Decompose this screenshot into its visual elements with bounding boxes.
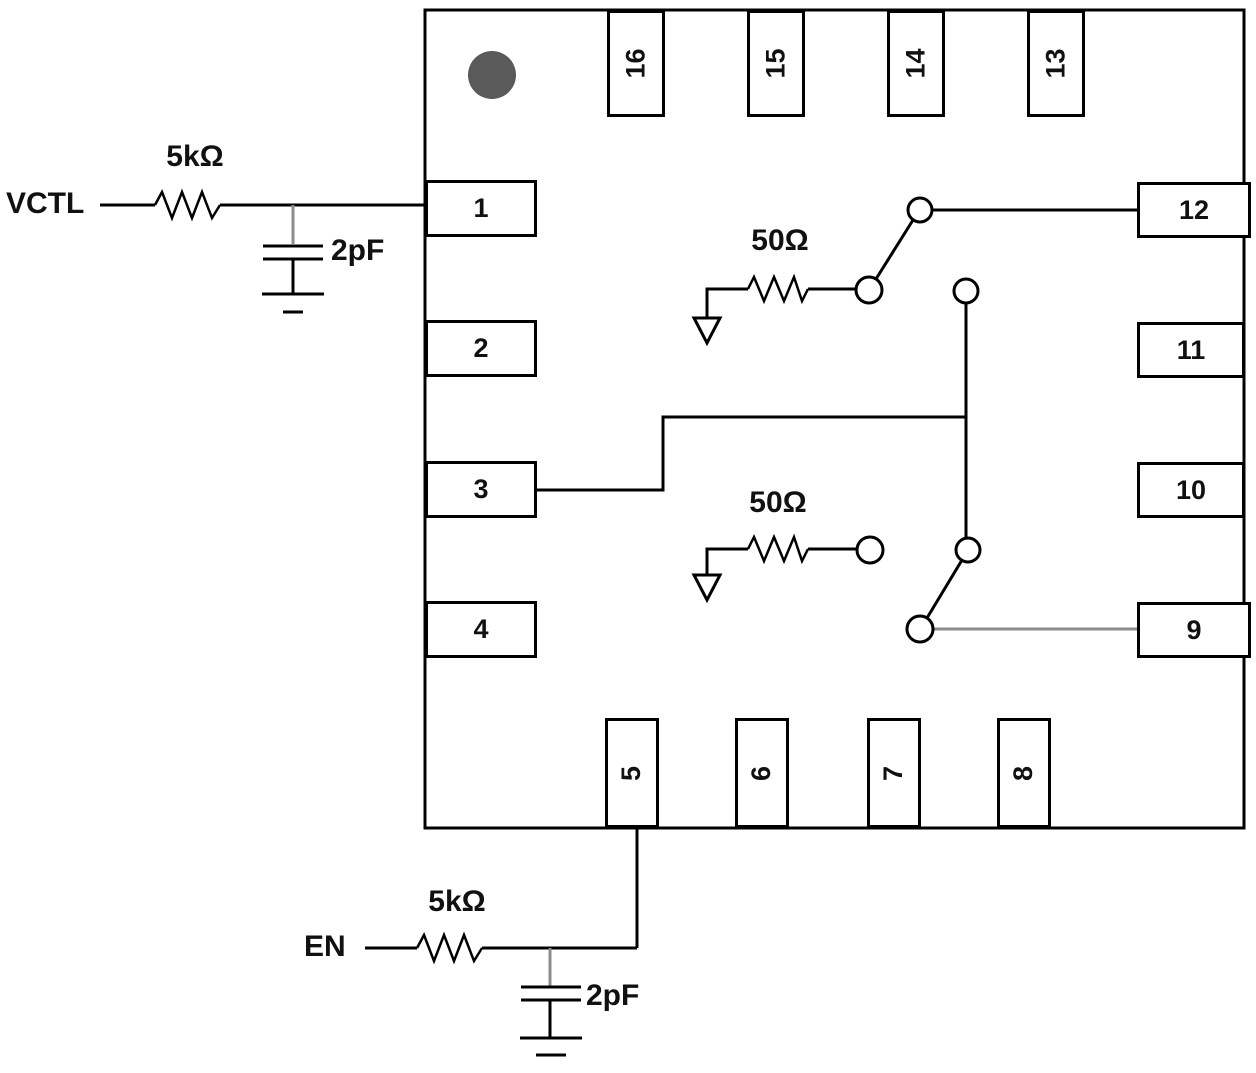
pin-box-4: 4 (425, 601, 537, 658)
pin-label-14: 14 (900, 48, 931, 79)
pin-box-10: 10 (1137, 462, 1245, 518)
vctl-capacitor-label: 2pF (331, 234, 385, 267)
pin-label-8: 8 (1008, 765, 1039, 781)
switch-contact-common-bottom (954, 536, 982, 564)
pin-label-1: 1 (473, 193, 489, 223)
pin-box-16: 16 (607, 10, 665, 117)
capacitor-en (521, 985, 581, 1002)
pin-box-7: 7 (867, 718, 921, 828)
pin-label-4: 4 (473, 614, 489, 644)
wire-pin3-common (537, 303, 968, 538)
pin-label-5: 5 (616, 765, 647, 781)
switch-arm-top (874, 219, 915, 280)
switch-arm-bottom (925, 559, 964, 619)
ground-shunt-bottom (691, 573, 723, 604)
shunt-top-resistor-label: 50Ω (751, 224, 809, 257)
pin-box-11: 11 (1137, 322, 1245, 378)
vctl-resistor-label: 5kΩ (166, 140, 224, 173)
pin-label-7: 7 (878, 765, 909, 781)
wire-en (365, 828, 639, 950)
pin-box-8: 8 (997, 718, 1051, 828)
resistor-en (415, 931, 484, 965)
pin-label-6: 6 (746, 765, 777, 781)
capacitor-vctl (263, 244, 323, 261)
pin-label-2: 2 (473, 333, 489, 363)
ground-shunt-top (691, 316, 723, 347)
resistor-shunt-top (746, 273, 810, 305)
pin-box-15: 15 (747, 10, 805, 117)
switch-contact-shunt-bottom (855, 535, 885, 565)
pin-label-9: 9 (1186, 614, 1202, 645)
switch-contact-pin12 (906, 196, 934, 224)
ground-vctl (262, 292, 324, 314)
pin-label-11: 11 (1176, 334, 1206, 365)
pin-box-2: 2 (425, 320, 537, 377)
wire-shunt-bottom (705, 547, 857, 575)
en-capacitor-label: 2pF (586, 979, 640, 1012)
pin-label-12: 12 (1178, 194, 1210, 225)
switch-contact-common-top (952, 277, 980, 305)
en-resistor-label: 5kΩ (428, 885, 486, 918)
pin-label-3: 3 (473, 474, 489, 504)
chip-outline (423, 8, 1246, 830)
pin-label-13: 13 (1040, 48, 1071, 79)
switch-contact-shunt-top (854, 275, 884, 305)
en-label: EN (304, 930, 346, 963)
pin-box-1: 1 (425, 180, 537, 237)
switch-contact-pin9 (905, 614, 935, 644)
shunt-bottom-resistor-label: 50Ω (749, 486, 807, 519)
pin-label-10: 10 (1175, 474, 1207, 505)
wire-shunt-top (705, 287, 856, 318)
pin-box-3: 3 (425, 461, 537, 518)
resistor-shunt-bottom (746, 533, 810, 565)
pin-box-12: 12 (1137, 182, 1251, 238)
ground-en (520, 1036, 582, 1057)
pin1-indicator-dot (468, 51, 516, 99)
pin-box-13: 13 (1027, 10, 1085, 117)
pin-box-9: 9 (1137, 602, 1251, 658)
pin-label-15: 15 (760, 48, 791, 79)
vctl-label: VCTL (6, 187, 85, 220)
pin-label-16: 16 (620, 48, 651, 79)
pin-box-14: 14 (887, 10, 945, 117)
pin-box-6: 6 (735, 718, 789, 828)
pin-box-5: 5 (605, 718, 659, 828)
resistor-vctl (153, 188, 222, 222)
